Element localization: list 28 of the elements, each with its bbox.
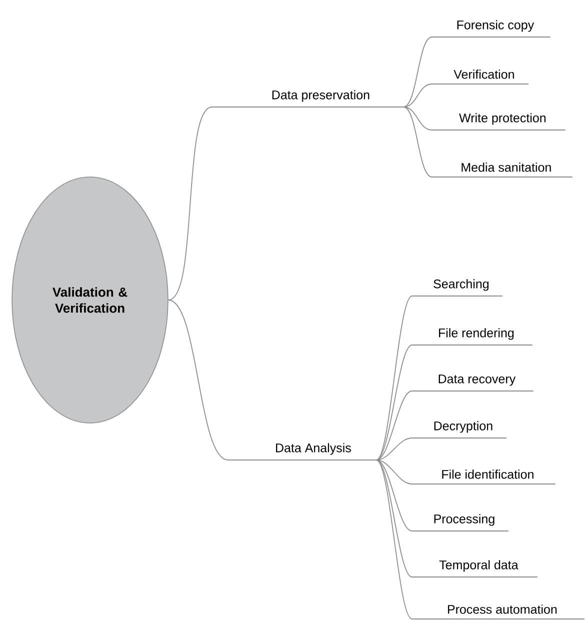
- branch-curve: [402, 106, 432, 130]
- branch-label: Temporal data: [412, 560, 538, 578]
- branch-curve: [376, 390, 412, 460]
- branch-label: Searching: [412, 279, 503, 296]
- branch-curve: [376, 460, 412, 620]
- branch-curve: [376, 460, 412, 484]
- branch-label: Data preservation: [212, 90, 404, 108]
- branch-curve: [376, 344, 412, 460]
- branch-curve: [376, 460, 412, 578]
- branch-curve: [402, 36, 432, 108]
- branch-curve: [402, 84, 432, 108]
- branch-curve: [376, 460, 412, 532]
- branch-label: Media sanitation: [432, 162, 573, 178]
- branch-curve: [402, 106, 432, 178]
- branch-curve: [168, 106, 212, 300]
- branch-label: File rendering: [412, 328, 533, 346]
- branch-label: Processing: [412, 514, 509, 532]
- branch-curve: [168, 300, 228, 460]
- branch-label: Data recovery: [412, 374, 534, 392]
- branch-label: Process automation: [412, 604, 585, 620]
- branch-label: Write protection: [432, 113, 566, 130]
- branch-label: Data Analysis: [228, 443, 377, 460]
- branch-label: File identification: [412, 470, 556, 484]
- branch-curve: [376, 438, 412, 460]
- branch-label: Decryption: [412, 421, 507, 438]
- branch-curve: [376, 296, 412, 460]
- branch-label: Forensic copy: [432, 20, 551, 38]
- branch-label: Verification: [432, 70, 529, 84]
